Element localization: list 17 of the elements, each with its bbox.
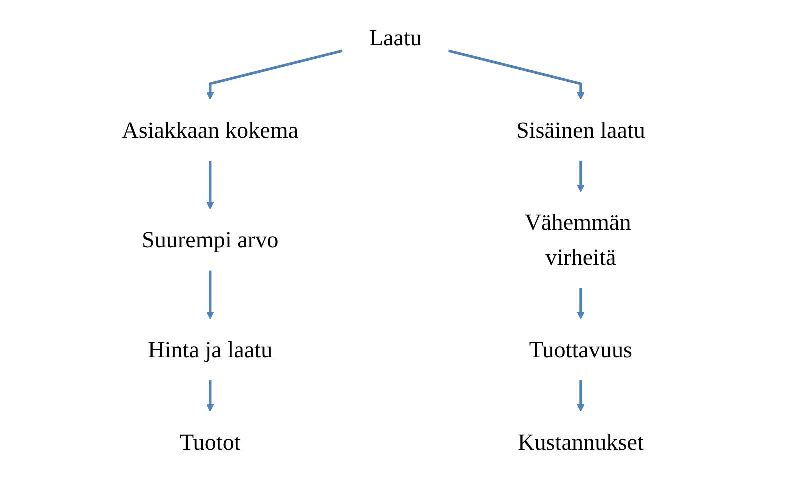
- node-text: Laatu: [369, 24, 422, 51]
- node-text: Tuottavuus: [529, 336, 633, 363]
- arrow: [577, 380, 585, 412]
- arrow: [448, 50, 585, 100]
- node-text: Tuotot: [180, 429, 241, 456]
- node-text: Vähemmän virheitä: [524, 210, 632, 270]
- node-text: Hinta ja laatu: [148, 336, 273, 363]
- arrow: [206, 160, 214, 210]
- arrow: [577, 160, 585, 192]
- arrow: [577, 288, 585, 320]
- arrow: [206, 50, 344, 100]
- node-text: Asiakkaan kokema: [122, 117, 299, 144]
- node-text: Kustannukset: [518, 429, 644, 456]
- node-text: Sisäinen laatu: [516, 117, 646, 144]
- arrow: [206, 270, 214, 320]
- node-text: Suurempi arvo: [142, 227, 279, 253]
- arrow: [206, 380, 214, 412]
